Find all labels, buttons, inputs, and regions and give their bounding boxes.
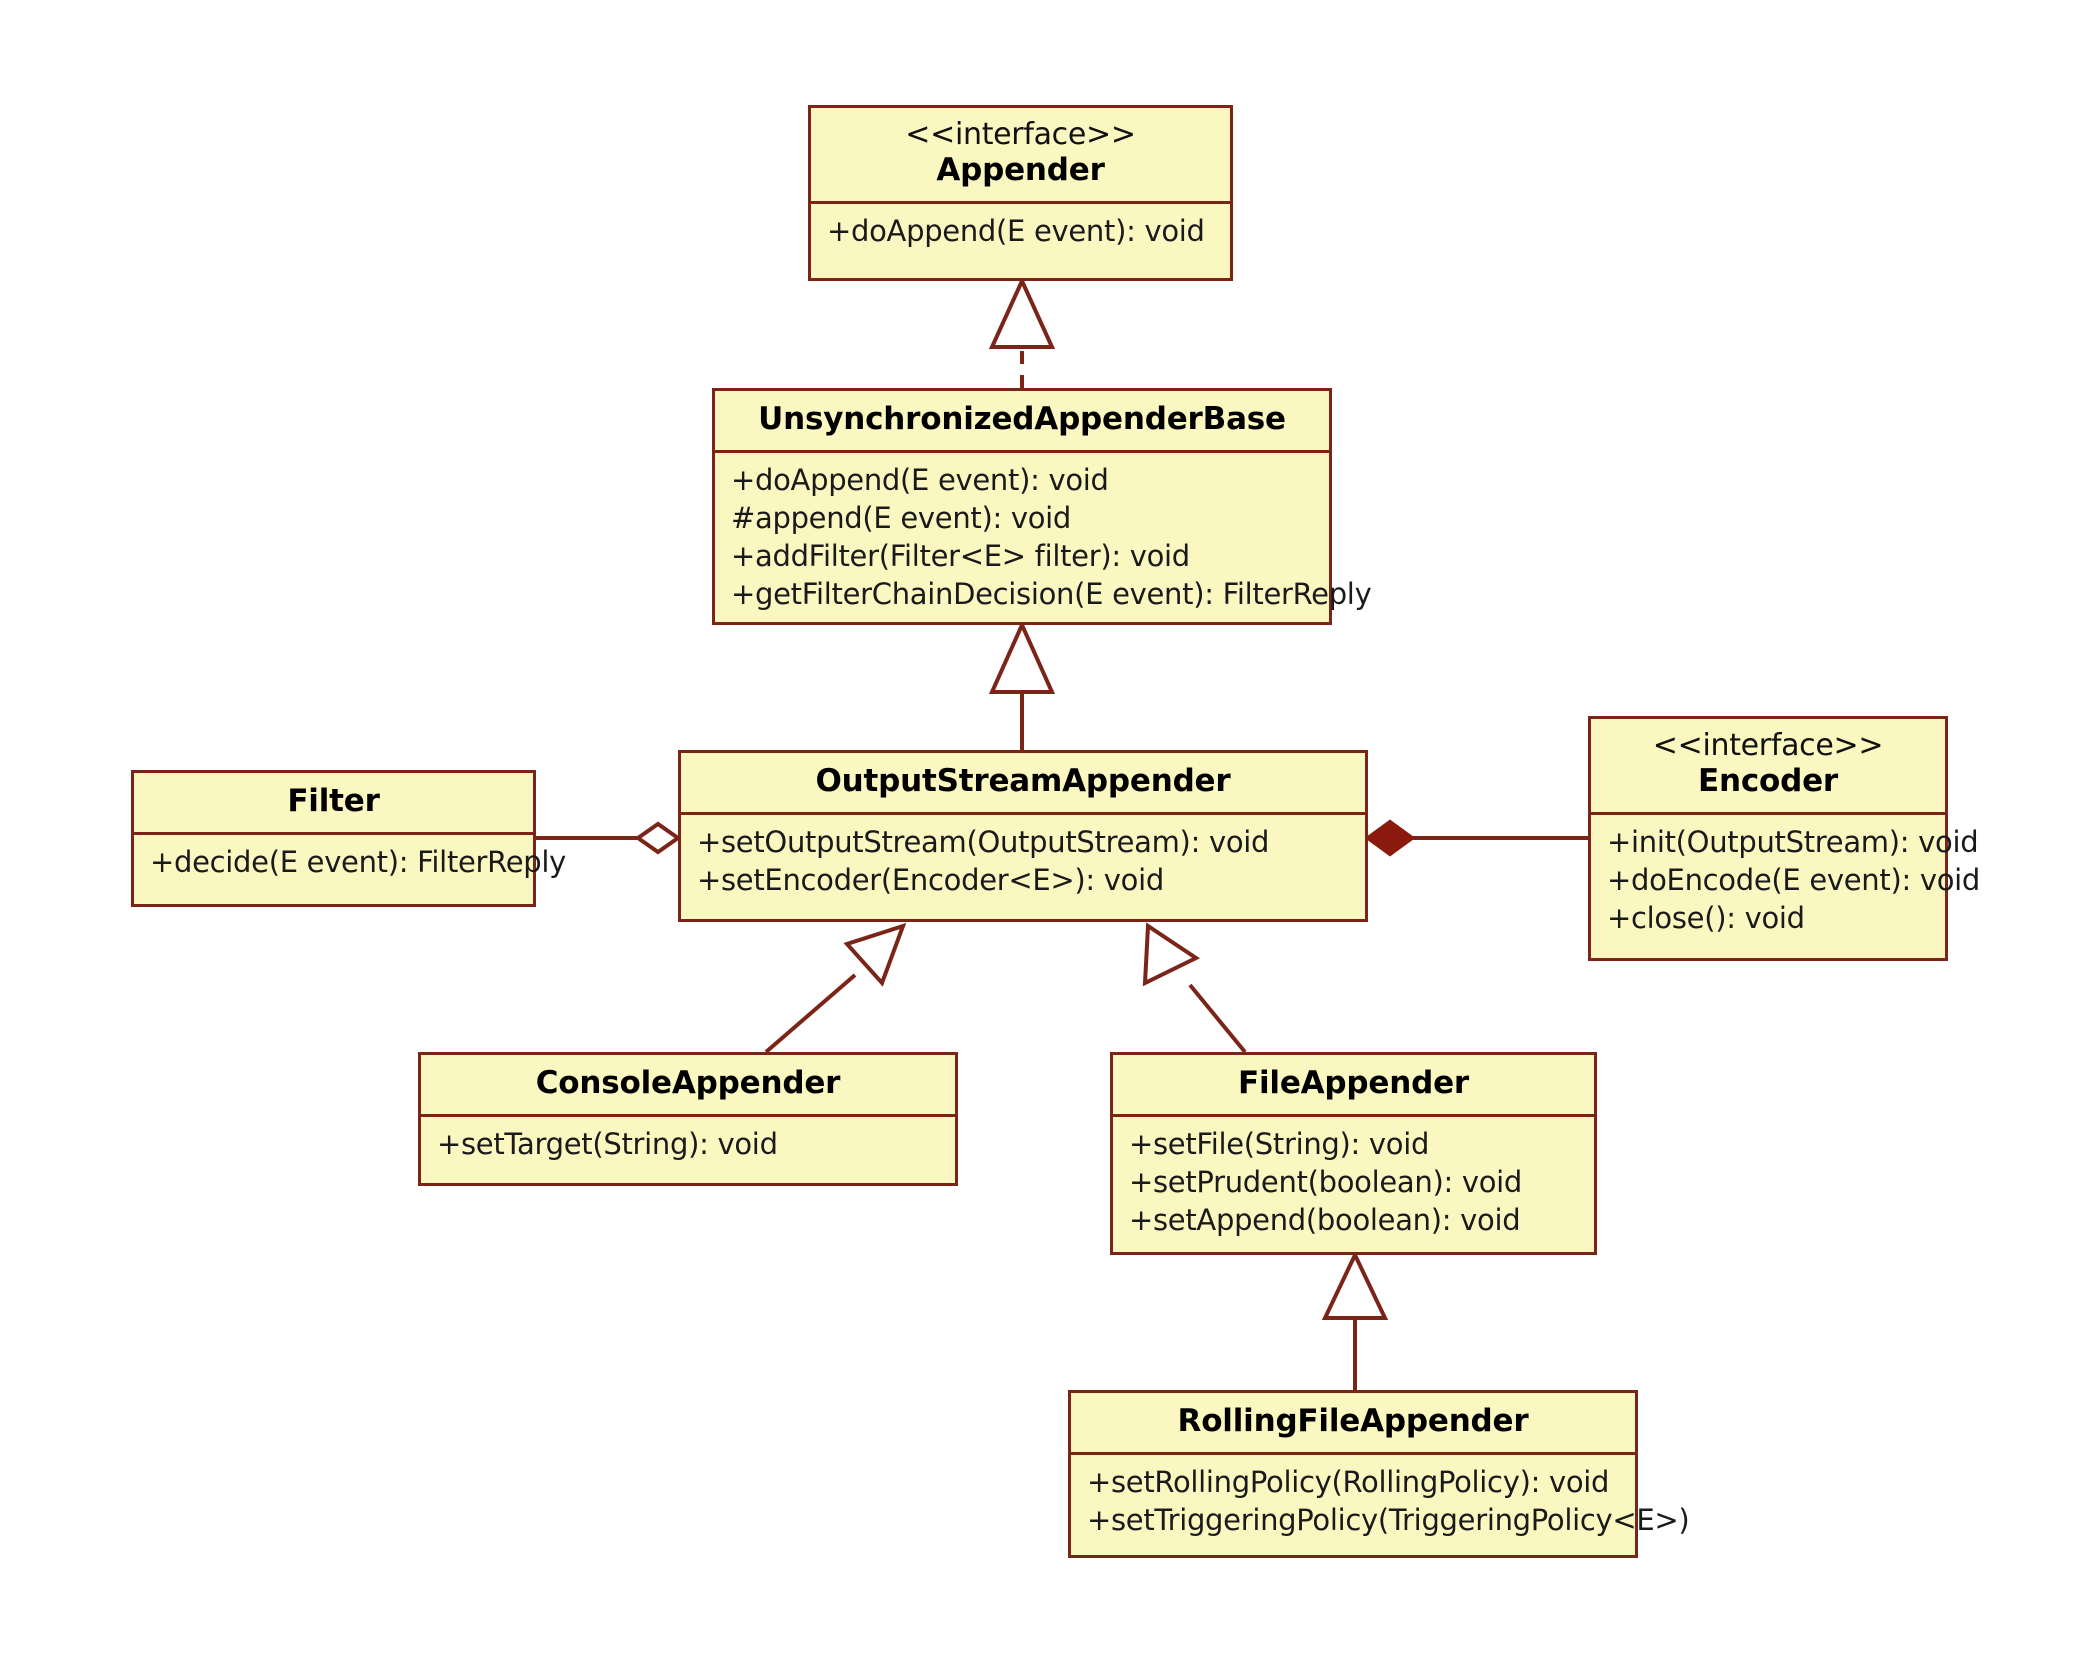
class-title-consoleappender: ConsoleAppender [535, 1065, 841, 1101]
class-member: +doEncode(E event): void [1607, 862, 1981, 897]
class-header-consoleappender: ConsoleAppender [421, 1055, 955, 1117]
class-box-unsynchronizedappenderbase[interactable]: UnsynchronizedAppenderBase +doAppend(E e… [712, 388, 1372, 625]
class-title-filter: Filter [287, 783, 380, 819]
class-box-appender[interactable]: <<interface>> Appender +doAppend(E event… [808, 105, 1233, 281]
class-members-encoder: +init(OutputStream): void +doEncode(E ev… [1591, 815, 1981, 958]
edge-composition-outputstreamappender-encoder [1364, 819, 1588, 857]
class-title-unsynchronizedappenderbase: UnsynchronizedAppenderBase [758, 401, 1286, 437]
class-box-rollingfileappender[interactable]: RollingFileAppender +setRollingPolicy(Ro… [1068, 1390, 1690, 1558]
class-stereotype-encoder: <<interface>> [1652, 728, 1884, 763]
class-members-outputstreamappender: +setOutputStream(OutputStream): void +se… [681, 815, 1365, 919]
class-member: +setOutputStream(OutputStream): void [697, 824, 1270, 859]
edge-generalization-rollingfileappender-fileappender [1321, 1250, 1389, 1390]
class-member: +decide(E event): FilterReply [150, 844, 566, 879]
class-members-unsynchronizedappenderbase: +doAppend(E event): void #append(E event… [715, 453, 1372, 624]
edge-generalization-fileappender-outputstreamappender [1142, 922, 1247, 1054]
class-member: +doAppend(E event): void [827, 213, 1205, 248]
class-member: +setAppend(boolean): void [1129, 1202, 1521, 1237]
class-box-consoleappender[interactable]: ConsoleAppender +setTarget(String): void [418, 1052, 958, 1186]
class-header-filter: Filter [134, 773, 533, 835]
class-members-appender: +doAppend(E event): void [811, 204, 1230, 278]
class-member: +close(): void [1607, 900, 1805, 935]
edge-realization-unsynchronizedappenderbase-appender [988, 276, 1056, 388]
class-member: +addFilter(Filter<E> filter): void [731, 538, 1190, 573]
class-member: +setTarget(String): void [437, 1126, 778, 1161]
class-title-outputstreamappender: OutputStreamAppender [815, 763, 1231, 799]
class-title-fileappender: FileAppender [1237, 1065, 1470, 1101]
edge-generalization-consoleappender-outputstreamappender [764, 922, 907, 1054]
class-member: +setPrudent(boolean): void [1129, 1164, 1523, 1199]
class-members-fileappender: +setFile(String): void +setPrudent(boole… [1113, 1117, 1594, 1252]
class-header-unsynchronizedappenderbase: UnsynchronizedAppenderBase [715, 391, 1329, 453]
class-box-outputstreamappender[interactable]: OutputStreamAppender +setOutputStream(Ou… [678, 750, 1368, 922]
class-member: +setFile(String): void [1129, 1126, 1430, 1161]
class-member: +setTriggeringPolicy(TriggeringPolicy<E>… [1087, 1502, 1690, 1537]
class-header-fileappender: FileAppender [1113, 1055, 1594, 1117]
class-box-fileappender[interactable]: FileAppender +setFile(String): void +set… [1110, 1052, 1597, 1255]
class-member: #append(E event): void [731, 500, 1072, 535]
class-members-consoleappender: +setTarget(String): void [421, 1117, 955, 1183]
class-member: +setEncoder(Encoder<E>): void [697, 862, 1164, 897]
class-member: +getFilterChainDecision(E event): Filter… [731, 576, 1372, 611]
class-box-filter[interactable]: Filter +decide(E event): FilterReply [131, 770, 566, 907]
class-title-appender: Appender [936, 152, 1105, 189]
class-stereotype-appender: <<interface>> [905, 117, 1136, 152]
class-member: +init(OutputStream): void [1607, 824, 1979, 859]
class-member: +doAppend(E event): void [731, 462, 1109, 497]
class-members-rollingfileappender: +setRollingPolicy(RollingPolicy): void +… [1071, 1455, 1690, 1555]
class-box-encoder[interactable]: <<interface>> Encoder +init(OutputStream… [1588, 716, 1981, 961]
class-title-encoder: Encoder [1697, 763, 1839, 800]
class-header-encoder: <<interface>> Encoder [1591, 719, 1945, 815]
class-header-appender: <<interface>> Appender [811, 108, 1230, 204]
class-header-outputstreamappender: OutputStreamAppender [681, 753, 1365, 815]
class-header-rollingfileappender: RollingFileAppender [1071, 1393, 1635, 1455]
class-title-rollingfileappender: RollingFileAppender [1177, 1403, 1529, 1439]
edge-generalization-outputstreamappender-unsynchronizedappenderbase [988, 620, 1056, 750]
class-members-filter: +decide(E event): FilterReply [134, 835, 566, 904]
class-member: +setRollingPolicy(RollingPolicy): void [1087, 1464, 1610, 1499]
